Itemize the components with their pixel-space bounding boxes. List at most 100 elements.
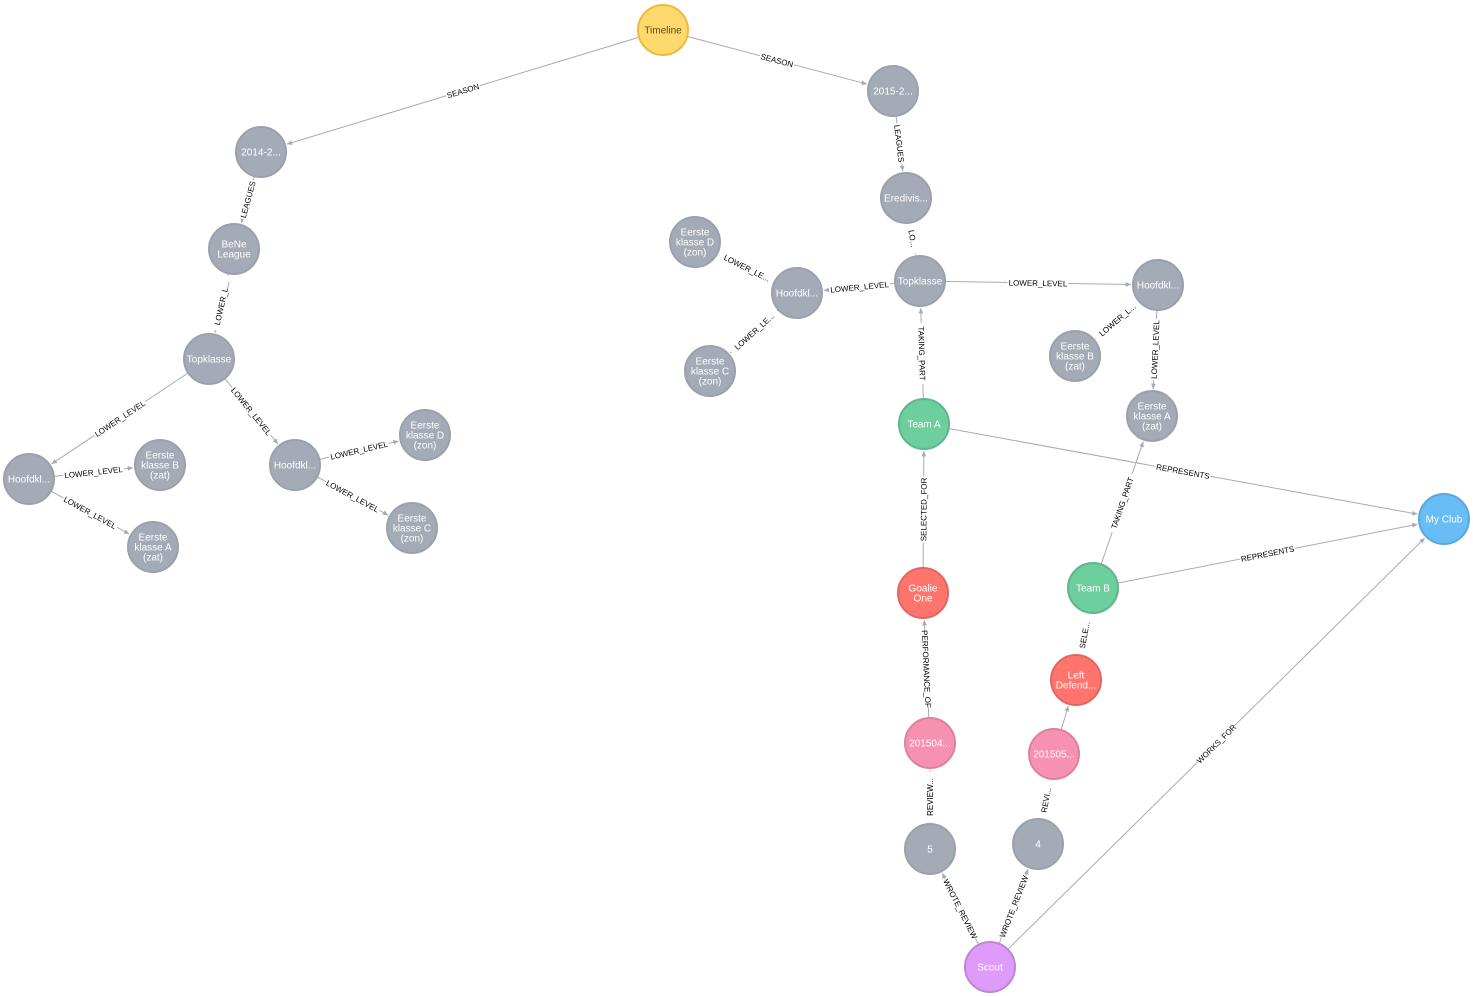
node-circle[interactable]	[904, 717, 956, 769]
node-circle[interactable]	[637, 4, 689, 56]
relationship-edge[interactable]: LEAGUES	[891, 115, 908, 172]
relationship-edge[interactable]: LOWER_LEVEL	[319, 437, 399, 462]
node-circle[interactable]	[208, 223, 260, 275]
node-circle[interactable]	[880, 172, 932, 224]
node-circle[interactable]	[1028, 728, 1080, 780]
node-circle[interactable]	[386, 502, 438, 554]
node-generic[interactable]: 2015-2...	[867, 65, 919, 117]
relationship-edge[interactable]: PERFORMANCE_OF	[920, 619, 935, 719]
relationship-edge[interactable]: TAKING_PART	[916, 307, 929, 400]
edge-label: TAKING_PART	[916, 326, 927, 381]
node-circle[interactable]	[904, 823, 956, 875]
node-circle[interactable]	[898, 398, 950, 450]
relationship-edge[interactable]: REPRESENTS	[948, 428, 1418, 516]
node-generic[interactable]: Eredivis...	[880, 172, 932, 224]
node-generic[interactable]: 5	[904, 823, 956, 875]
edge-label-background	[228, 383, 276, 439]
node-circle[interactable]	[1049, 330, 1101, 382]
node-team[interactable]: Team A	[898, 398, 950, 450]
edge-line[interactable]	[1060, 705, 1070, 731]
node-circle[interactable]	[1418, 493, 1470, 545]
node-circle[interactable]	[1132, 259, 1184, 311]
relationship-edge[interactable]: LOWER_LEVEL	[1147, 309, 1162, 390]
relationship-edge[interactable]: SEASON	[286, 36, 640, 145]
node-circle[interactable]	[669, 216, 721, 268]
node-generic[interactable]: Hoofdkl...	[1132, 259, 1184, 311]
node-circle[interactable]	[894, 255, 946, 307]
relationship-edge[interactable]: LOWER_LEVEL	[944, 276, 1132, 289]
edge-label-group: SEASON	[758, 49, 796, 70]
node-generic[interactable]: Hoofdkl...	[3, 453, 55, 505]
relationship-edge[interactable]: REVIEW...	[924, 770, 935, 824]
node-generic[interactable]: Hoofdkl...	[269, 439, 321, 491]
edge-label-group: LOWER_L...	[209, 274, 233, 332]
node-timeline[interactable]: Timeline	[637, 4, 689, 56]
relationship-edge[interactable]: SELECTED_FOR	[917, 450, 929, 569]
node-scout[interactable]: Scout	[964, 941, 1016, 993]
edge-label-group: SELE...	[1074, 614, 1093, 656]
node-circle[interactable]	[1126, 390, 1178, 442]
node-circle[interactable]	[1012, 818, 1064, 870]
node-circle[interactable]	[867, 65, 919, 117]
relationship-edge[interactable]: LOWER_LE...	[717, 248, 777, 287]
node-generic[interactable]: Hoofdkl...	[771, 267, 823, 319]
node-generic[interactable]: 4	[1012, 818, 1064, 870]
relationship-edge[interactable]	[1060, 705, 1070, 731]
edge-label-background	[924, 771, 935, 823]
edge-label: LOWER_LEVEL	[93, 399, 147, 439]
relationship-edge[interactable]: REPRESENTS	[1117, 522, 1418, 584]
node-generic[interactable]: Topklasse	[183, 333, 235, 385]
relationship-edge[interactable]: LOWER_LEVEL	[53, 462, 134, 481]
node-circle[interactable]	[183, 333, 235, 385]
relationship-edge[interactable]: LOWER_LE...	[727, 306, 781, 356]
node-generic[interactable]: 2014-2...	[235, 126, 287, 178]
relationship-edge[interactable]: SEASON	[687, 35, 868, 86]
node-generic[interactable]: Topklasse	[894, 255, 946, 307]
node-team[interactable]: Team B	[1067, 562, 1119, 614]
relationship-edge[interactable]: LOWER_LEVEL	[224, 378, 279, 445]
node-circle[interactable]	[269, 439, 321, 491]
relationship-edge[interactable]: SELE...	[1074, 614, 1093, 656]
relationship-edge[interactable]: LEAGUES	[236, 175, 259, 224]
relationship-edge[interactable]: LOWER_L...	[1092, 297, 1142, 342]
node-circle[interactable]	[3, 453, 55, 505]
edge-label: WROTE_REVIEW	[941, 878, 979, 941]
edge-label-background	[916, 322, 929, 385]
node-circle[interactable]	[964, 941, 1016, 993]
relationship-edge[interactable]: WROTE_REVIEW	[940, 872, 981, 945]
node-circle[interactable]	[771, 267, 823, 319]
relationship-edge[interactable]: REVI...	[1036, 779, 1055, 821]
node-circle[interactable]	[684, 345, 736, 397]
node-review[interactable]: 201505...	[1028, 728, 1080, 780]
edge-label-background	[62, 462, 125, 481]
relationship-edge[interactable]: LOWER_LEVEL	[823, 277, 896, 295]
relationship-edge[interactable]: LOWER_LEVEL	[50, 490, 130, 535]
node-club[interactable]: My Club	[1418, 493, 1470, 545]
edge-label-group: WROTE_REVIEW	[940, 876, 981, 941]
node-circle[interactable]	[127, 521, 179, 573]
relationship-edge[interactable]: LOWER_L...	[209, 273, 233, 333]
node-circle[interactable]	[1067, 562, 1119, 614]
relationship-edge[interactable]: LO...	[905, 222, 922, 255]
node-circle[interactable]	[235, 126, 287, 178]
node-circle[interactable]	[897, 567, 949, 619]
node-circle[interactable]	[1050, 654, 1102, 706]
node-circle[interactable]	[399, 409, 451, 461]
edge-label: LOWER_L...	[1098, 302, 1138, 338]
relationship-edge[interactable]: LOWER_LEVEL	[316, 476, 389, 516]
node-circle[interactable]	[134, 439, 186, 491]
node-review[interactable]: 201504...	[904, 717, 956, 769]
edge-label: LOWER_LE...	[722, 253, 771, 284]
